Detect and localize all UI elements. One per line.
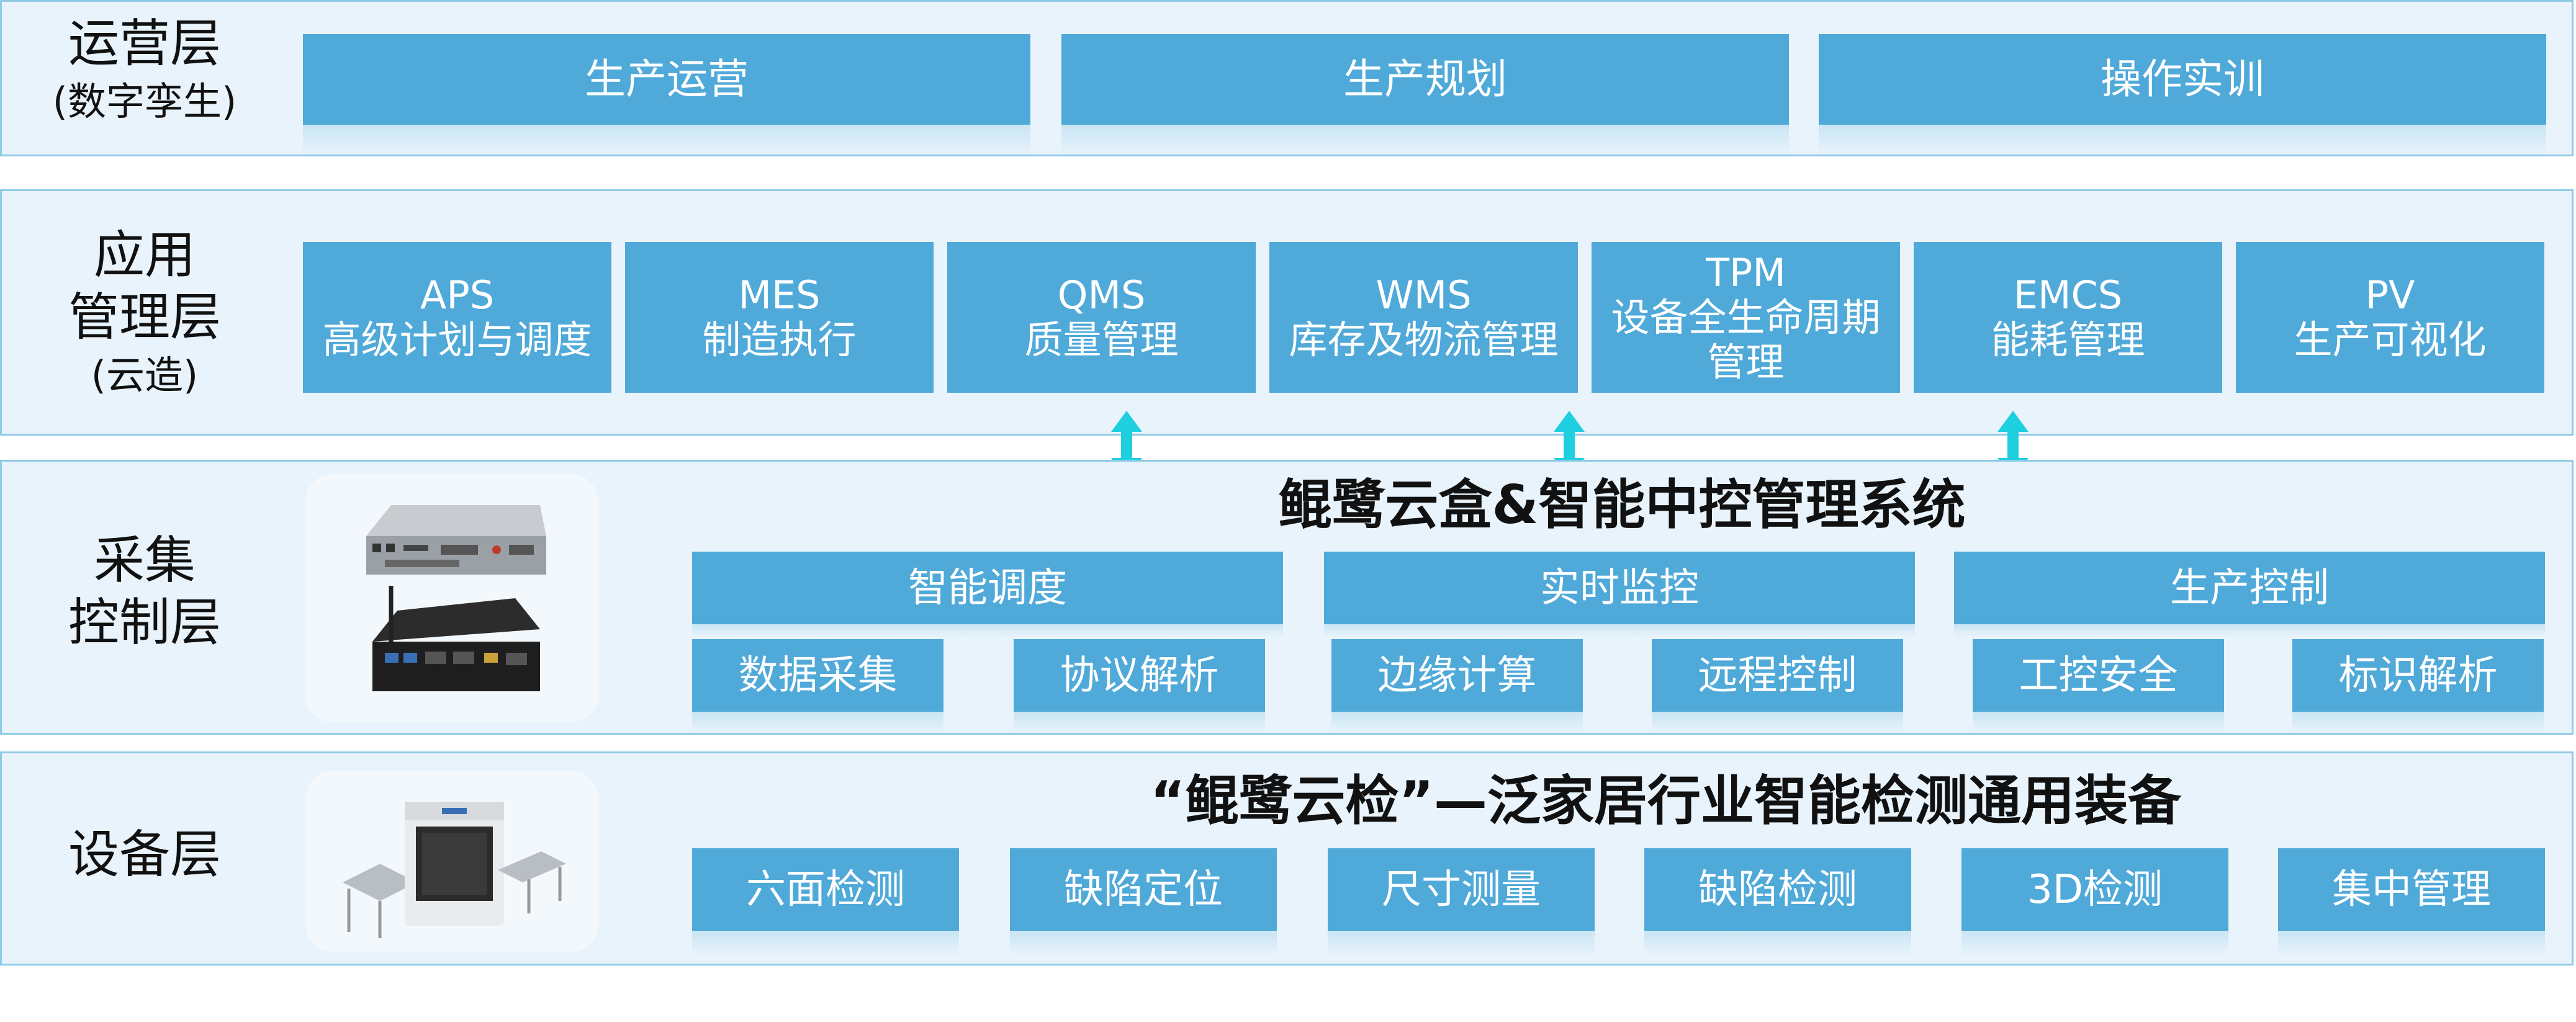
ctrl-item-industrial-security[interactable]: 工控安全 xyxy=(1973,639,2224,712)
app-layer-label: 应用 管理层 (云造) xyxy=(2,225,287,402)
app-box-aps[interactable]: APS 高级计划与调度 xyxy=(303,242,611,393)
industrial-pc-card xyxy=(305,474,598,722)
ops-layer-subtitle: (数字孪生) xyxy=(52,79,237,124)
ctrl-layer-title-2: 控制层 xyxy=(68,593,221,652)
device-item-central-management[interactable]: 集中管理 xyxy=(2278,848,2545,931)
inspection-machine-card xyxy=(305,771,598,953)
industrial-pc-icon xyxy=(366,505,546,691)
device-item-dimension-measurement[interactable]: 尺寸测量 xyxy=(1328,848,1595,931)
app-layer: 应用 管理层 (云造) APS 高级计划与调度 MES 制造执行 QMS 质量管… xyxy=(0,189,2574,436)
app-layer-title-1: 应用 xyxy=(93,226,196,285)
ctrl-item-remote-control[interactable]: 远程控制 xyxy=(1652,639,1903,712)
app-layer-subtitle: (云造) xyxy=(91,352,199,398)
device-item-defect-detection[interactable]: 缺陷检测 xyxy=(1644,848,1911,931)
ops-box-production-operation[interactable]: 生产运营 xyxy=(303,34,1030,125)
app-box-qms[interactable]: QMS 质量管理 xyxy=(947,242,1256,393)
ctrl-item-edge-computing[interactable]: 边缘计算 xyxy=(1331,639,1583,712)
device-equipment-title: “鲲鹭云检”—泛家居行业智能检测通用装备 xyxy=(1150,770,2182,832)
ops-layer-title: 运营层 xyxy=(68,14,221,73)
ctrl-group-production-control[interactable]: 生产控制 xyxy=(1954,552,2545,624)
app-box-tpm[interactable]: TPM 设备全生命周期 管理 xyxy=(1592,242,1900,393)
ops-box-production-planning[interactable]: 生产规划 xyxy=(1061,34,1789,125)
ctrl-item-data-collection[interactable]: 数据采集 xyxy=(692,639,943,712)
inspection-machine-icon xyxy=(343,802,566,938)
ops-box-operation-training[interactable]: 操作实训 xyxy=(1819,34,2546,125)
device-layer: 设备层 “鲲鹭云检”—泛家居行业智能检测通用装备 六面检测 缺陷定位 尺寸测量 … xyxy=(0,751,2574,966)
ctrl-group-realtime-monitoring[interactable]: 实时监控 xyxy=(1324,552,1915,624)
ctrl-layer-title-1: 采集 xyxy=(93,531,196,590)
ops-layer-label: 运营层 (数字孪生) xyxy=(2,13,287,128)
ctrl-group-smart-scheduling[interactable]: 智能调度 xyxy=(692,552,1283,624)
ctrl-item-identifier-resolution[interactable]: 标识解析 xyxy=(2292,639,2544,712)
app-box-mes[interactable]: MES 制造执行 xyxy=(625,242,934,393)
app-box-wms[interactable]: WMS 库存及物流管理 xyxy=(1269,242,1578,393)
device-layer-title: 设备层 xyxy=(68,825,221,884)
ctrl-system-title: 鲲鹭云盒&智能中控管理系统 xyxy=(1278,474,1966,536)
device-item-six-side-inspection[interactable]: 六面检测 xyxy=(692,848,959,931)
app-box-pv[interactable]: PV 生产可视化 xyxy=(2236,242,2544,393)
ctrl-item-protocol-parsing[interactable]: 协议解析 xyxy=(1014,639,1265,712)
ctrl-layer-label: 采集 控制层 xyxy=(2,530,287,654)
app-box-emcs[interactable]: EMCS 能耗管理 xyxy=(1914,242,2222,393)
app-layer-title-2: 管理层 xyxy=(68,288,221,347)
device-item-3d-inspection[interactable]: 3D检测 xyxy=(1961,848,2228,931)
ops-layer: 运营层 (数字孪生) 生产运营 生产规划 操作实训 xyxy=(0,0,2574,156)
ctrl-layer: 采集 控制层 鲲鹭云盒&智能中控管理系统 智能调度 xyxy=(0,460,2574,735)
device-item-defect-locating[interactable]: 缺陷定位 xyxy=(1010,848,1277,931)
